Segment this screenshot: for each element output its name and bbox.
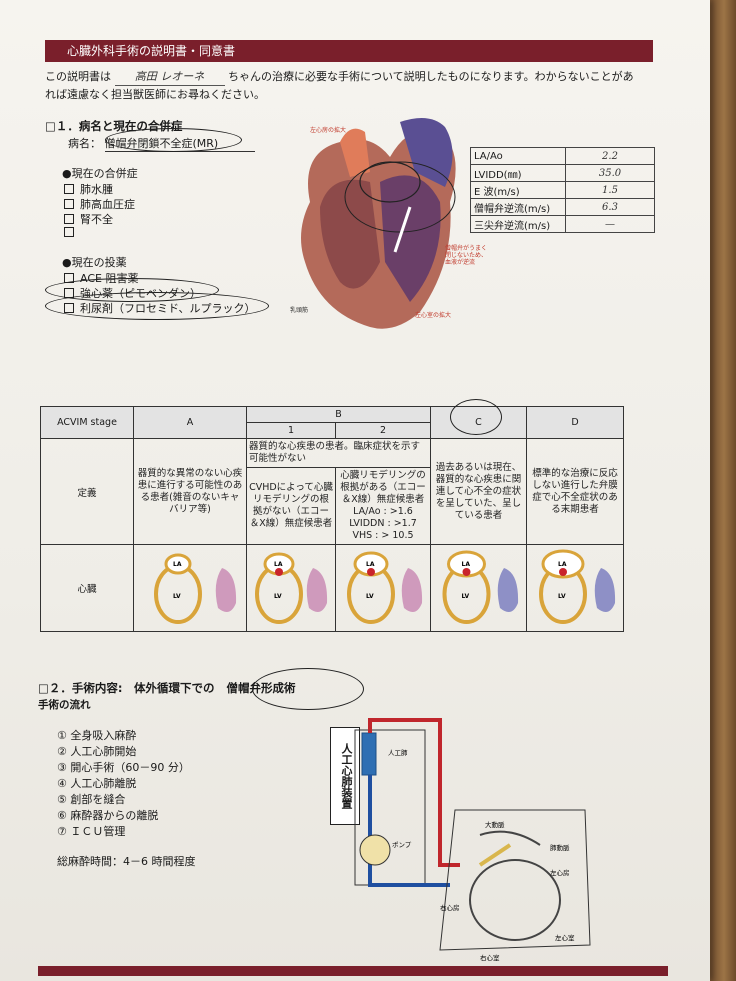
lung-shape <box>594 567 616 612</box>
pen-circle <box>450 399 502 435</box>
page-title: 心臓外科手術の説明書・同意書 <box>45 40 653 62</box>
comorbidity-item: 肺水腫 <box>64 181 113 197</box>
comorbidity-item <box>64 226 80 239</box>
lv-label: LV <box>558 593 566 600</box>
diagram-label-lv-enlarge: 左心室の拡大 <box>415 311 451 319</box>
heart-figure: LA LV <box>246 544 336 632</box>
medication-title: ●現在の投薬 <box>62 256 127 269</box>
flow-step: ① 全身吸入麻酔 <box>57 729 137 742</box>
intro-text: この説明書は <box>45 70 111 83</box>
stage-col-d: D <box>526 406 624 439</box>
pen-circle <box>252 668 364 710</box>
heart-illustration: 左心房の拡大 乳頭筋 左心室の拡大 <box>290 118 456 329</box>
stage-col-a: A <box>133 406 247 439</box>
lv-label: LV <box>274 593 282 600</box>
table-row: E 波(m/s)1.5 <box>470 181 655 199</box>
heart-figure: LA LV <box>335 544 431 632</box>
regurgitation-mark <box>462 567 471 576</box>
label-lv: 左心室 <box>555 933 575 942</box>
stage-col-b2: 2 <box>335 422 431 439</box>
lung-shape <box>497 567 519 612</box>
flow-step: ⑥ 麻酔器からの離脱 <box>57 809 159 822</box>
la-outline <box>541 549 585 578</box>
label-rv: 右心室 <box>480 953 500 962</box>
def-b2: 心臓リモデリングの根拠がある（エコー＆X線）無症候患者 LA/Ao : >1.6… <box>335 467 431 545</box>
heart-figure: LA LV <box>133 544 247 632</box>
label-pa: 肺動脈 <box>550 843 570 852</box>
diagram-label-la-enlarge: 左心房の拡大 <box>310 126 346 134</box>
acvim-stage-table: ACVIM stage A B C D 1 2 定義 器質的な異常のない心疾患に… <box>40 406 624 632</box>
row-label-heart: 心臓 <box>40 544 134 632</box>
regurgitation-mark <box>559 567 567 576</box>
total-anesthesia-time: 総麻酔時間：4－6 時間程度 <box>57 855 196 868</box>
flow-step: ⑤ 創部を縫合 <box>57 793 126 806</box>
intro-paragraph: この説明書は 高田 レオーネ ちゃんの治療に必要な手術について説明したものになり… <box>45 68 660 103</box>
def-b-common: 器質的な心疾患の患者。臨床症状を示す可能性がない <box>246 438 431 468</box>
la-label: LA <box>462 561 471 568</box>
table-row: 三尖弁逆流(m/s)— <box>470 215 655 233</box>
table-row: 僧帽弁逆流(m/s)6.3 <box>470 198 655 216</box>
stage-header: ACVIM stage <box>40 406 134 439</box>
la-label: LA <box>173 561 182 568</box>
footer-bar <box>38 966 668 976</box>
heart-figure: LA LV <box>430 544 527 632</box>
cpb-diagram: 人工肺 ポンプ 大動脈 肺動脈 左心房 右心房 左心室 右心室 <box>354 718 591 962</box>
table-row: LVIDD(㎜)35.0 <box>470 164 655 182</box>
flow-step: ④ 人工心肺離脱 <box>57 777 137 790</box>
la-outline <box>164 553 192 574</box>
diagram-label-papillary: 乳頭筋 <box>290 306 308 314</box>
heart-figure: LA LV <box>526 544 624 632</box>
intro-text: れば遠慮なく担当獣医師にお尋ねください。 <box>45 88 265 101</box>
comorbidity-item: 腎不全 <box>64 211 113 227</box>
label-pump: ポンプ <box>392 841 412 849</box>
pen-circle <box>105 128 242 152</box>
lv-label: LV <box>366 593 374 600</box>
label-la: 左心房 <box>550 868 570 877</box>
lung-shape <box>306 567 328 612</box>
flow-title: 手術の流れ <box>38 699 91 711</box>
flow-step: ③ 開心手術（60－90 分） <box>57 761 190 774</box>
def-d: 標準的な治療に反応しない進行した弁膜症で心不全症状のある末期患者 <box>526 438 624 545</box>
label-ra: 右心房 <box>440 903 460 912</box>
row-label-definition: 定義 <box>40 438 134 545</box>
stage-col-b1: 1 <box>246 422 336 439</box>
lung-shape <box>401 567 423 612</box>
patient-name: 高田 レオーネ <box>114 68 225 86</box>
stage-col-b: B <box>246 406 431 423</box>
document-page: 心臓外科手術の説明書・同意書 この説明書は 高田 レオーネ ちゃんの治療に必要な… <box>0 0 710 981</box>
comorbidity-item: 肺高血圧症 <box>64 196 135 212</box>
def-a: 器質的な異常のない心疾患に進行する可能性のある患者(雑音のないキャバリア等) <box>133 438 247 545</box>
def-b1: CVHDによって心臓リモデリングの根拠がない（エコー＆X線）無症候患者 <box>246 467 336 545</box>
def-c: 過去あるいは現在、器質的な心疾患に関連して心不全の症状を呈していた、呈している患… <box>430 438 527 545</box>
label-oxygenator: 人工肺 <box>388 749 408 757</box>
la-label: LA <box>274 561 283 568</box>
disease-label: 病名： <box>68 137 101 150</box>
comorbidity-title: ●現在の合併症 <box>62 167 138 180</box>
flow-step: ② 人工心肺開始 <box>57 745 137 758</box>
regurgitation-mark <box>367 567 375 576</box>
pen-circle <box>45 292 269 320</box>
intro-text: ちゃんの治療に必要な手術について説明したものになります。わからないことがあ <box>228 70 634 83</box>
label-aorta: 大動脈 <box>485 820 505 829</box>
lung-shape <box>215 567 237 612</box>
lv-label: LV <box>462 593 470 600</box>
la-label: LA <box>366 561 375 568</box>
lv-label: LV <box>173 593 181 600</box>
diagram-label-mv-closure: 僧帽弁がうまく 閉じないため、 血液が逆流 <box>445 245 488 266</box>
la-label: LA <box>558 561 567 568</box>
flow-step: ⑦ ＩＣＵ管理 <box>57 825 126 838</box>
regurgitation-mark <box>275 567 283 576</box>
